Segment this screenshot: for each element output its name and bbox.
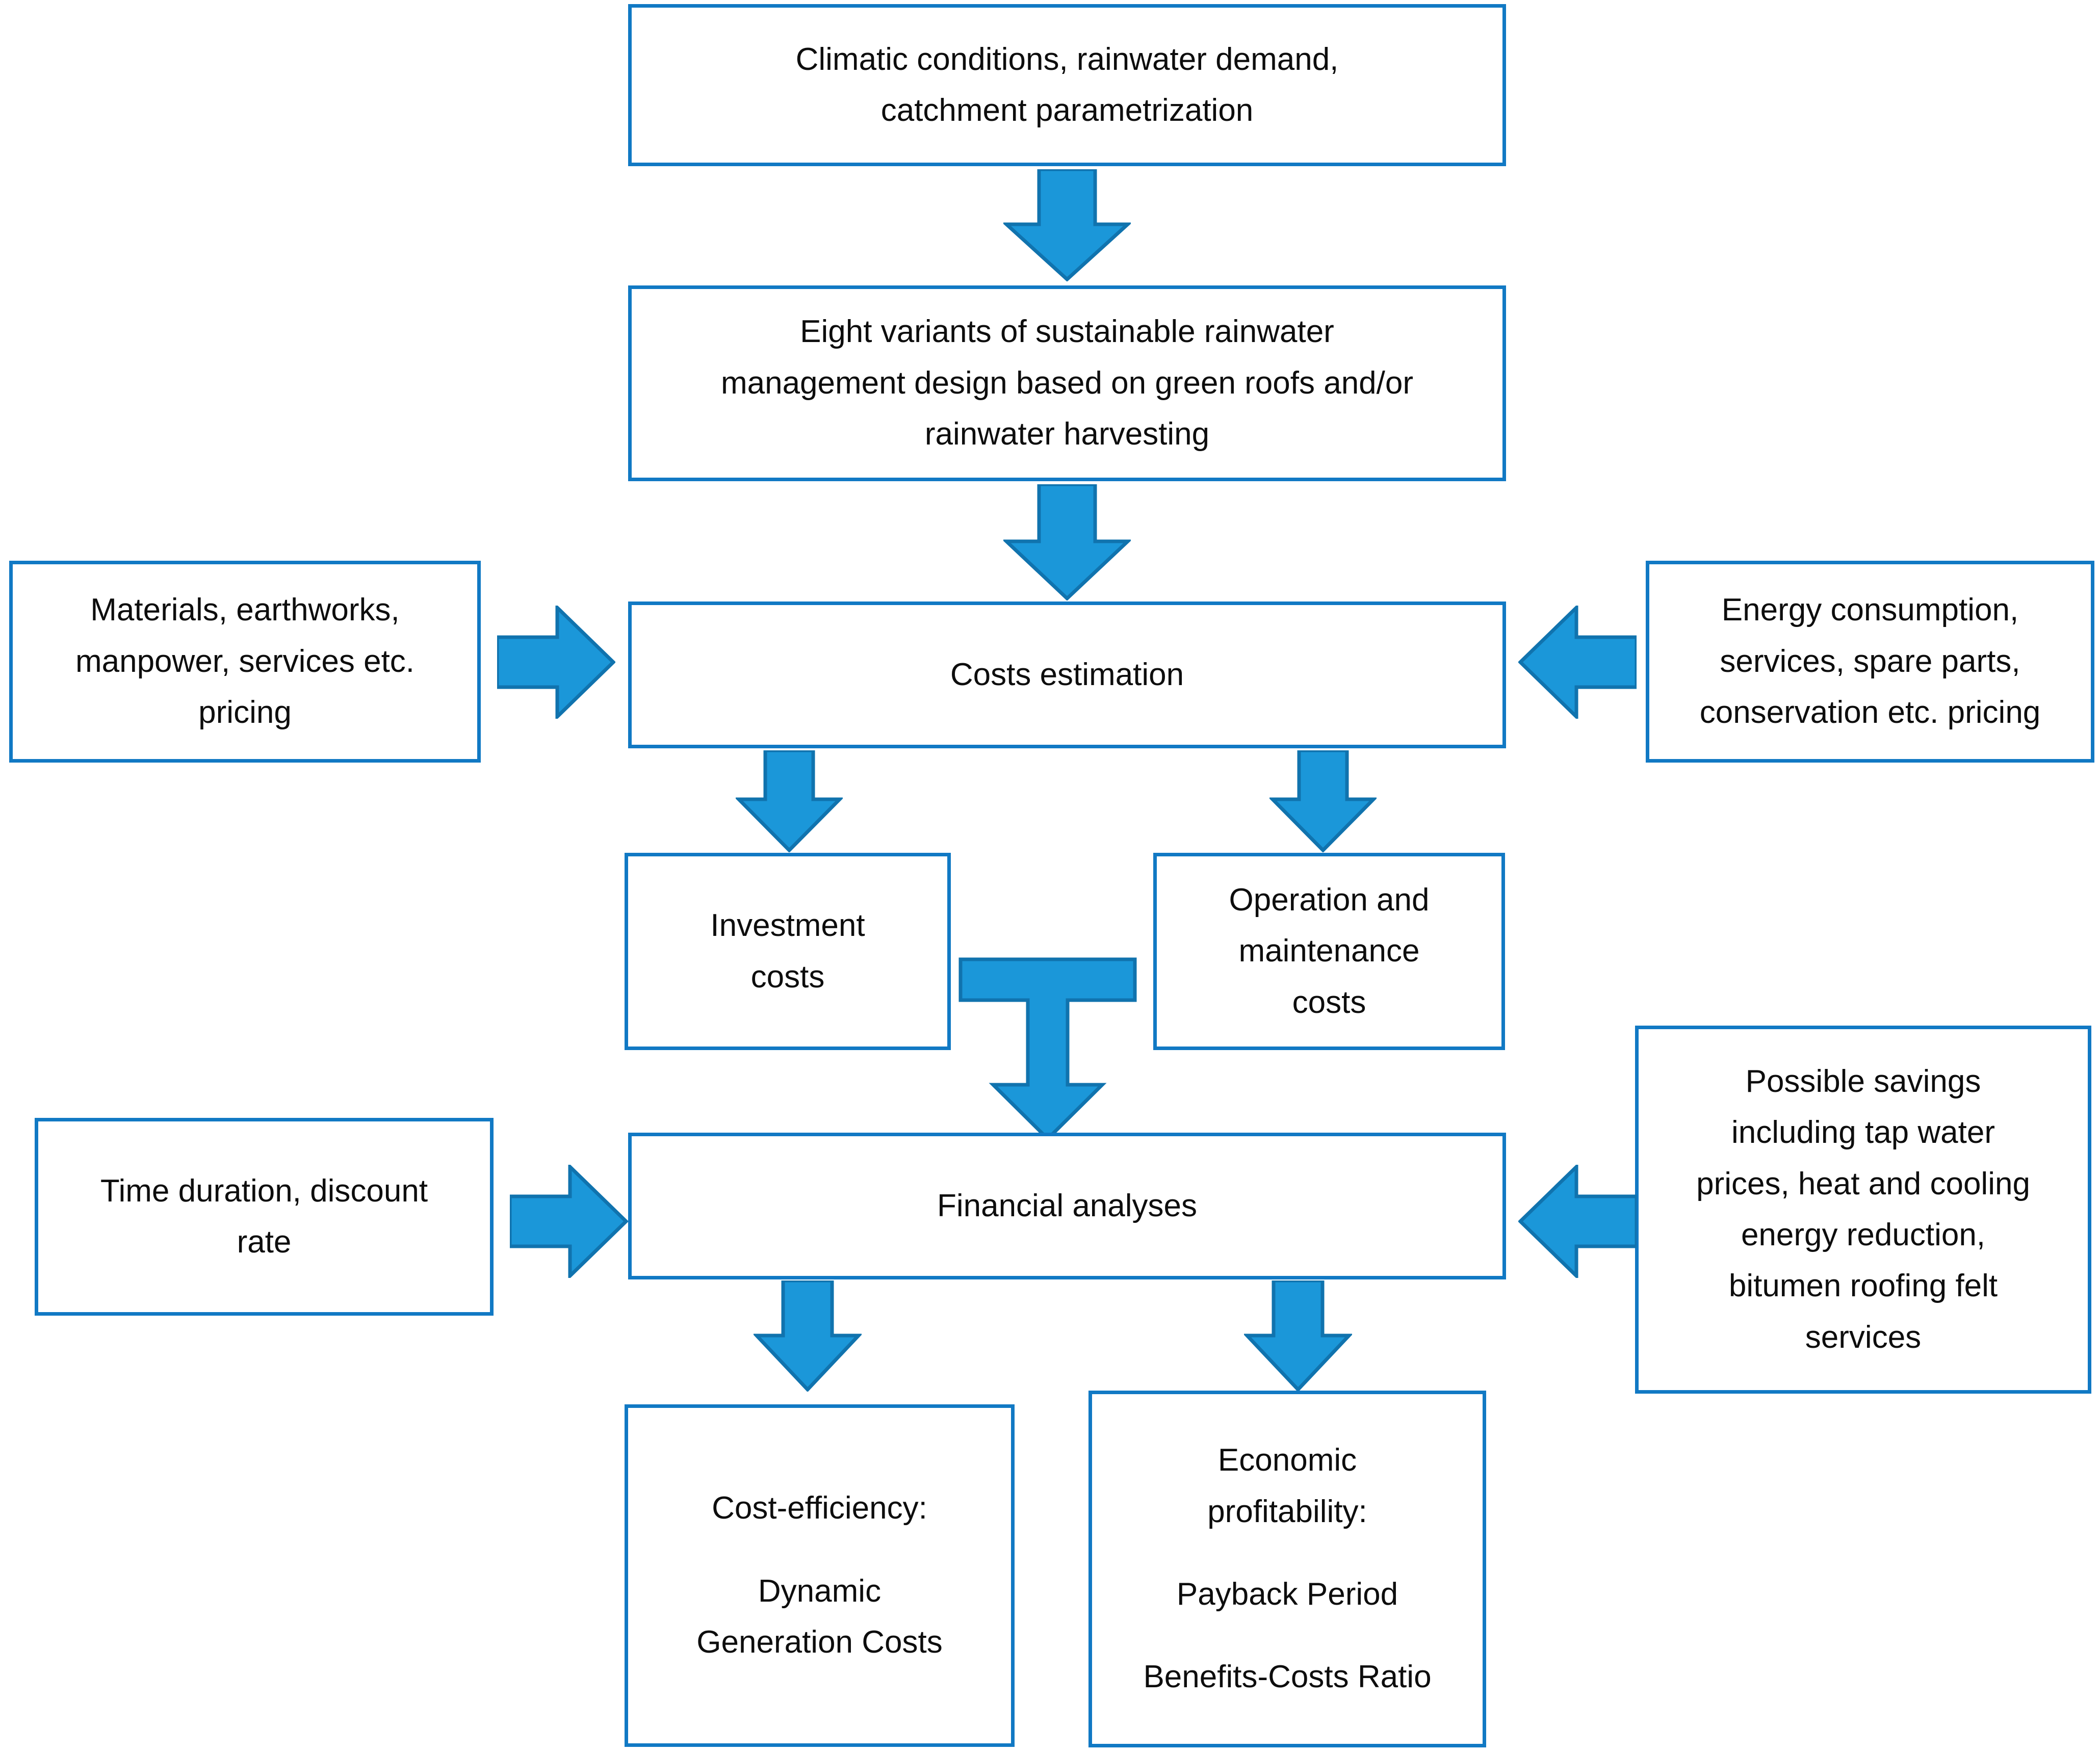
connector-climate-to-variants-arrow-down [1003, 169, 1131, 281]
node-line: Energy consumption, [1721, 592, 2019, 628]
node-line: costs [750, 959, 825, 995]
node-line: Possible savings [1745, 1063, 1981, 1099]
node-om-costs: Operation and maintenance costs [1153, 853, 1505, 1050]
node-line: costs [1292, 984, 1366, 1020]
node-line: including tap water [1731, 1115, 1995, 1150]
connector-costs-to-investment-arrow-down [736, 750, 843, 852]
node-line: profitability: [1207, 1494, 1367, 1529]
node-line: manpower, services etc. [75, 643, 415, 679]
node-line: Generation Costs [696, 1625, 943, 1660]
node-line: services [1805, 1319, 1922, 1355]
node-energy-pricing: Energy consumption, services, spare part… [1646, 561, 2094, 763]
node-line: Financial analyses [937, 1188, 1198, 1223]
node-line: Eight variants of sustainable rainwater [800, 314, 1334, 350]
connector-time-to-financial-arrow-right [510, 1165, 628, 1278]
node-line: Payback Period [1176, 1577, 1398, 1612]
node-line: bitumen roofing felt [1728, 1268, 1998, 1304]
node-line: Economic [1217, 1443, 1357, 1478]
connector-savings-to-financial-arrow-left [1518, 1165, 1637, 1278]
connector-costs-to-om-arrow-down [1269, 750, 1377, 852]
node-line: energy reduction, [1741, 1217, 1986, 1252]
node-economic-profitability: Economic profitability: Payback Period B… [1088, 1391, 1486, 1747]
node-line: Cost-efficiency: [712, 1490, 927, 1526]
connector-energy-to-costs-arrow-left [1518, 606, 1637, 719]
node-inputs-climate: Climatic conditions, rainwater demand, c… [628, 4, 1506, 166]
connector-variants-to-costs-arrow-down [1003, 484, 1131, 600]
node-line: rainwater harvesting [924, 416, 1210, 452]
node-line: Costs estimation [950, 657, 1184, 692]
node-line: Time duration, discount [100, 1173, 428, 1209]
node-costs-estimation: Costs estimation [628, 602, 1506, 748]
node-line: conservation etc. pricing [1699, 695, 2041, 730]
node-line: Investment [710, 908, 865, 944]
connector-costs-merge-to-financial-tee-down [958, 957, 1137, 1141]
node-cost-efficiency: Cost-efficiency: Dynamic Generation Cost… [625, 1404, 1015, 1747]
node-line: Operation and [1229, 882, 1430, 918]
node-line: pricing [198, 695, 292, 730]
connector-materials-to-costs-arrow-right [497, 606, 615, 719]
node-materials-pricing: Materials, earthworks, manpower, service… [9, 561, 481, 763]
node-line: maintenance [1238, 933, 1420, 969]
node-line: Climatic conditions, rainwater demand, [795, 41, 1339, 77]
node-financial-analyses: Financial analyses [628, 1133, 1506, 1279]
node-line: rate [237, 1224, 292, 1260]
node-time-discount: Time duration, discount rate [35, 1118, 494, 1316]
connector-financial-to-cost-efficiency-arrow-down [754, 1280, 862, 1392]
node-line: services, spare parts, [1720, 643, 2020, 679]
node-line: catchment parametrization [880, 93, 1254, 128]
node-variants: Eight variants of sustainable rainwater … [628, 285, 1506, 481]
node-line: Benefits-Costs Ratio [1143, 1659, 1432, 1695]
node-investment-costs: Investment costs [625, 853, 951, 1050]
node-possible-savings: Possible savings including tap water pri… [1635, 1026, 2091, 1394]
node-line: Materials, earthworks, [90, 592, 400, 628]
node-line: Dynamic [758, 1573, 882, 1609]
node-line: management design based on green roofs a… [720, 365, 1414, 401]
node-line: prices, heat and cooling [1696, 1166, 2030, 1201]
connector-financial-to-economic-profitability-arrow-down [1244, 1280, 1352, 1392]
